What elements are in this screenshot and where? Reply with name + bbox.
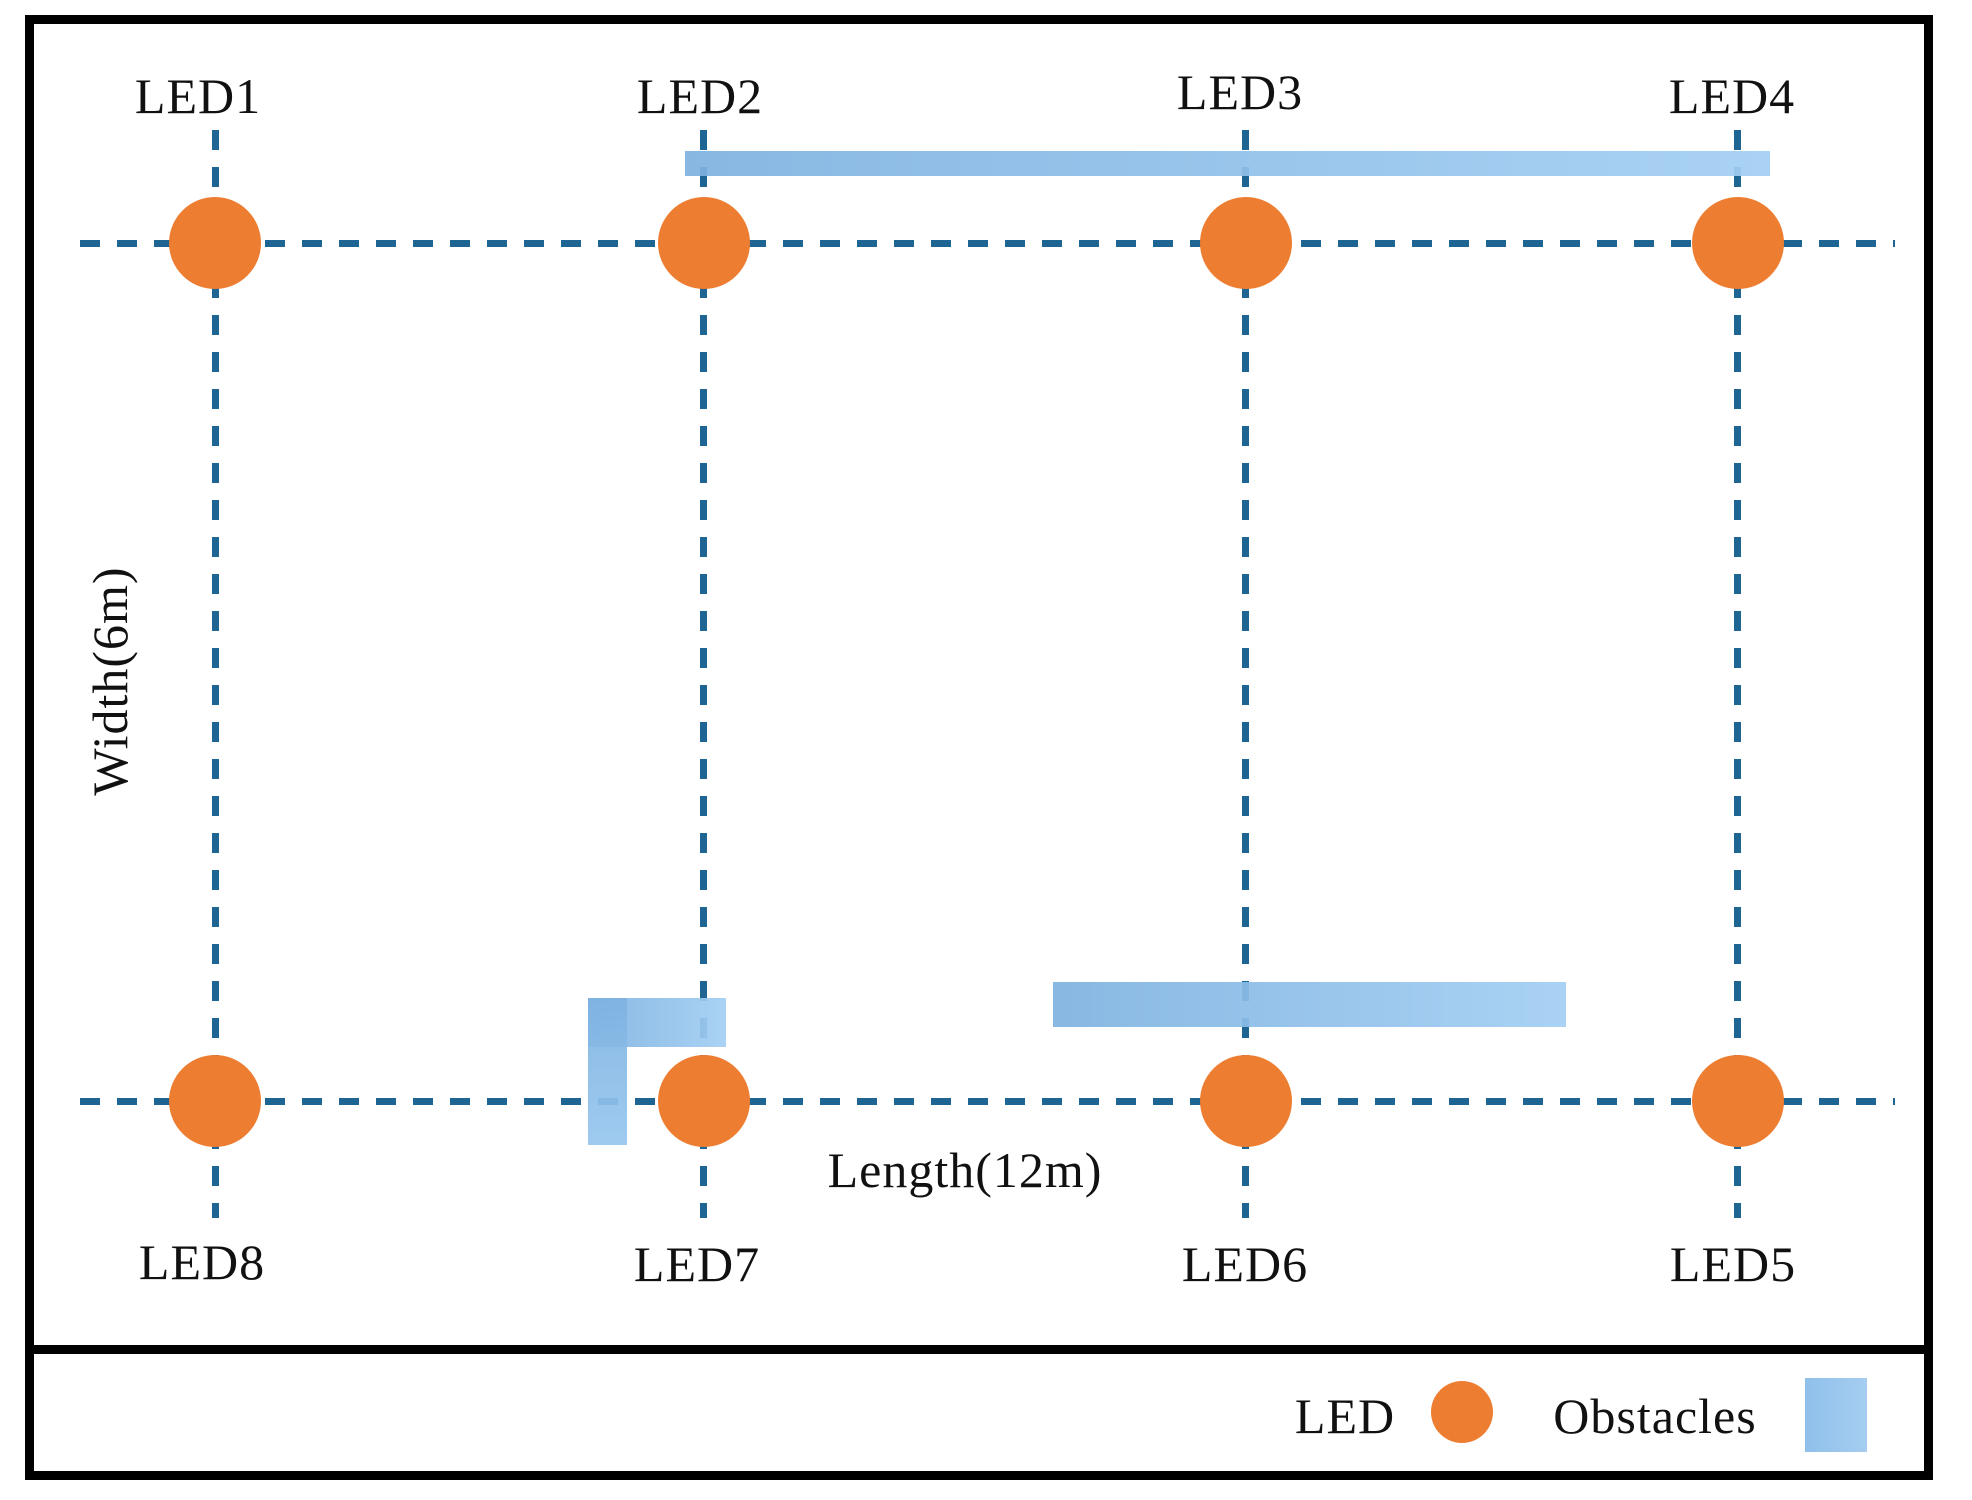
grid-line-col-2	[700, 130, 707, 1218]
led5-circle	[1692, 1055, 1784, 1147]
led5-label: LED5	[1669, 1236, 1797, 1292]
led7-circle	[658, 1055, 750, 1147]
legend-obstacles-label: Obstacles	[1553, 1388, 1757, 1444]
legend-obstacle-swatch	[1805, 1378, 1867, 1452]
led3-circle	[1200, 197, 1292, 289]
legend-divider	[27, 1345, 1931, 1354]
led1-circle	[169, 197, 261, 289]
led3-label: LED3	[1176, 64, 1304, 120]
obstacle-l-shape-vertical	[588, 998, 627, 1145]
led4-label: LED4	[1668, 68, 1796, 124]
width-axis-label: Width(6m)	[82, 566, 138, 796]
grid-line-top-row	[80, 240, 1895, 247]
led6-circle	[1200, 1055, 1292, 1147]
room-frame	[25, 15, 1933, 1480]
led8-circle	[169, 1055, 261, 1147]
legend-led-swatch	[1431, 1381, 1493, 1443]
led6-label: LED6	[1181, 1236, 1309, 1292]
led8-label: LED8	[138, 1234, 266, 1290]
led2-label: LED2	[636, 68, 764, 124]
led2-circle	[658, 197, 750, 289]
obstacle-bar-bottom	[1053, 982, 1566, 1027]
grid-line-col-1	[212, 130, 219, 1218]
legend-led-label: LED	[1294, 1388, 1396, 1444]
grid-line-col-4	[1734, 130, 1741, 1218]
led7-label: LED7	[633, 1236, 761, 1292]
led1-label: LED1	[134, 68, 262, 124]
grid-line-col-3	[1242, 130, 1249, 1218]
length-axis-label: Length(12m)	[827, 1142, 1103, 1198]
grid-line-bottom-row	[80, 1098, 1895, 1105]
obstacle-long-bar-top	[685, 151, 1770, 176]
led4-circle	[1692, 197, 1784, 289]
